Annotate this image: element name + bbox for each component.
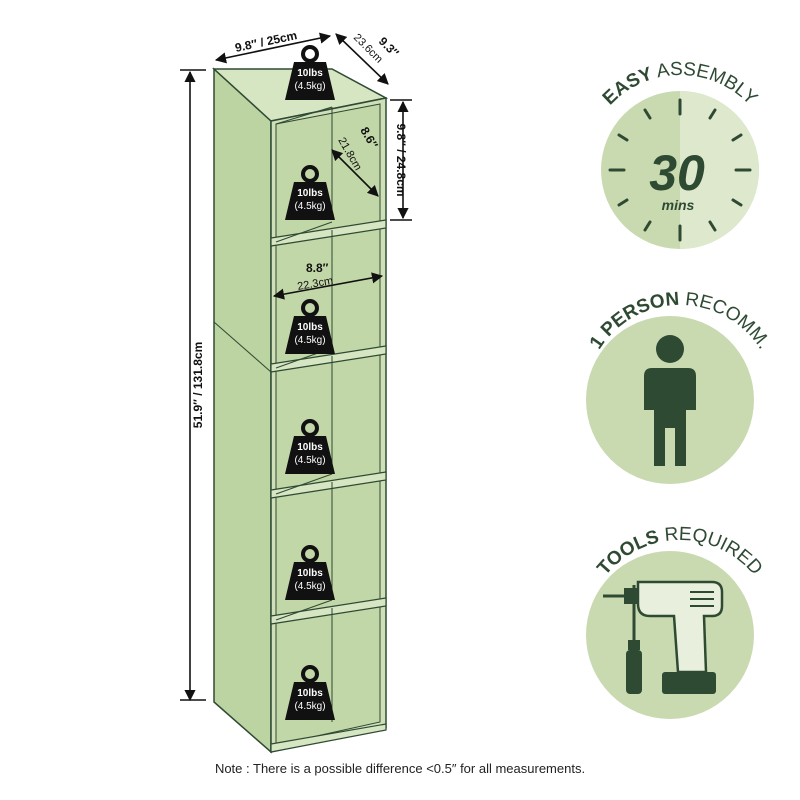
shelf-board [270,219,387,247]
shelf-board-bottom [270,723,387,753]
weight-icon: 10lbs (4.5kg) [285,299,335,354]
shelf-boards [270,219,387,753]
power-drill-icon [603,580,724,694]
inner-width-arrow [272,272,384,300]
svg-text:(4.5kg): (4.5kg) [294,581,325,592]
assembly-time-unit: mins [662,197,695,213]
assembly-time-number: 30 [649,145,705,201]
easy-assembly-badge: EASY ASSEMBLY 30 mins [599,59,761,249]
weight-icon: 10lbs (4.5kg) [285,545,335,600]
person-recommended-badge: 1 PERSON RECOMM. [586,289,774,484]
top-width-label: 9.8″ / 25cm [234,28,299,55]
shelf-board [270,345,387,373]
svg-text:(4.5kg): (4.5kg) [294,81,325,92]
dimension-lines [180,32,412,702]
svg-text:10lbs: 10lbs [297,688,323,699]
svg-text:10lbs: 10lbs [297,568,323,579]
shelf-board [270,597,387,625]
shelf-board [270,471,387,499]
person-icon [644,335,696,466]
clock-half-highlight [680,91,759,249]
weight-icons: 10lbs (4.5kg) 10lbs (4.5kg) 10lbs (4.5kg… [285,45,335,720]
svg-text:10lbs: 10lbs [297,442,323,453]
top-depth-cm-label: 23.6cm [351,32,385,66]
weight-icon: 10lbs (4.5kg) [285,45,335,100]
svg-text:(4.5kg): (4.5kg) [294,701,325,712]
svg-text:10lbs: 10lbs [297,188,323,199]
total-height-label: 51.9″ / 131.8cm [191,342,205,428]
shelf-height-label: 9.8″ / 24.8cm [394,123,408,196]
inner-width-in-label: 8.8″ [306,261,329,275]
weight-icon: 10lbs (4.5kg) [285,165,335,220]
svg-text:(4.5kg): (4.5kg) [294,201,325,212]
bookcase [212,67,389,754]
clock-tick-marks [608,98,752,242]
inner-depth-arrow [331,149,379,197]
measurement-note: Note : There is a possible difference <0… [214,761,586,776]
svg-text:(4.5kg): (4.5kg) [294,455,325,466]
weight-icon: 10lbs (4.5kg) [285,419,335,474]
top-depth-arrow [335,33,389,85]
svg-text:10lbs: 10lbs [297,322,323,333]
top-width-arrow [214,32,332,64]
weight-icon: 10lbs (4.5kg) [285,665,335,720]
svg-text:10lbs: 10lbs [297,68,323,79]
tools-required-badge: TOOLS REQUIRED [586,524,766,719]
svg-text:(4.5kg): (4.5kg) [294,335,325,346]
bookcase-side-panel [213,67,272,754]
